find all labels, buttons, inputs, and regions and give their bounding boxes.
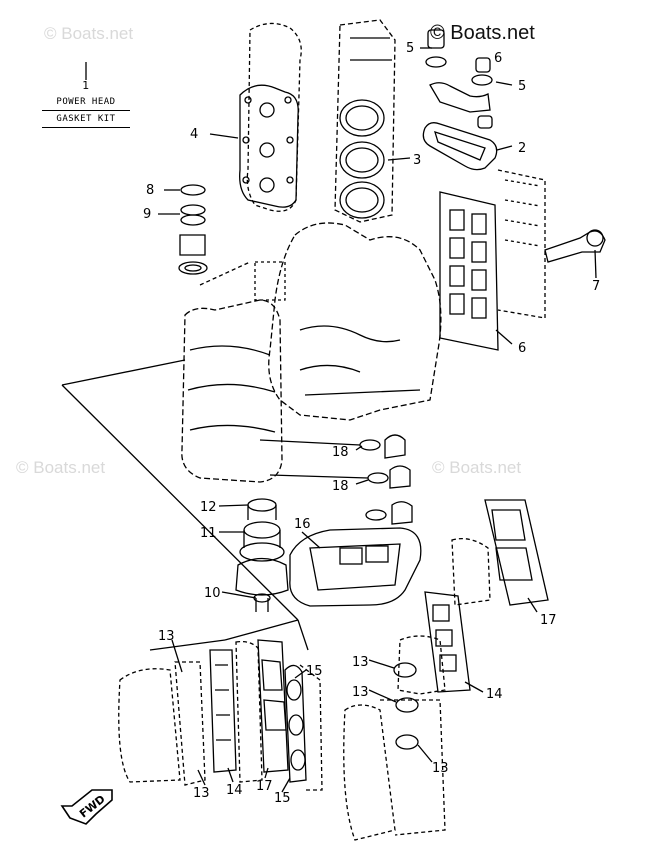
callout-13-left-top: 13 — [158, 629, 175, 644]
callout-4: 4 — [190, 127, 198, 142]
callout-2: 2 — [518, 141, 526, 156]
part-6-plate — [439, 191, 499, 351]
watermark-top-right: © Boats.net — [430, 22, 535, 44]
callout-18-lower: 18 — [332, 479, 349, 494]
callout-15-upper: 15 — [306, 664, 323, 679]
fwd-label: FWD — [77, 792, 108, 820]
part-4-cover — [239, 84, 299, 208]
callout-10: 10 — [204, 586, 221, 601]
callout-13-right-3: 13 — [432, 761, 449, 776]
callout-16: 16 — [294, 517, 311, 532]
part-2-gasket — [422, 122, 498, 171]
part-16-base-gasket — [289, 527, 422, 607]
callout-13-right-2: 13 — [352, 685, 369, 700]
callout-13-bottom: 13 — [193, 786, 210, 801]
callout-8: 8 — [146, 183, 154, 198]
part-17-left-gasket — [257, 639, 289, 773]
part-14-right-gasket — [424, 591, 471, 693]
part-14-left-gasket — [209, 649, 237, 773]
callout-17-right: 17 — [540, 613, 557, 628]
callout-5-right: 5 — [518, 79, 526, 94]
watermark-mid-left: © Boats.net — [16, 458, 106, 477]
callout-14-right: 14 — [486, 687, 503, 702]
callout-6-lower: 6 — [518, 341, 526, 356]
watermark-mid-right: © Boats.net — [432, 458, 522, 477]
callout-13-right-1: 13 — [352, 655, 369, 670]
callout-14-bottom: 14 — [226, 783, 243, 798]
callout-5-top: 5 — [406, 41, 414, 56]
callout-6-top: 6 — [494, 51, 502, 66]
kit-line-2: GASKET KIT — [56, 114, 116, 124]
kit-item-number: 1 — [82, 79, 90, 92]
callout-7: 7 — [592, 279, 600, 294]
gasket-kit-label: 1 POWER HEAD GASKET KIT — [40, 78, 132, 128]
kit-line-1: POWER HEAD — [56, 97, 116, 107]
callout-9: 9 — [143, 207, 151, 222]
part-3-head-gasket — [334, 19, 396, 223]
callout-17-bottom: 17 — [256, 779, 273, 794]
fwd-arrow — [60, 789, 113, 825]
callout-12: 12 — [200, 500, 217, 515]
engine-block — [268, 222, 442, 421]
callout-11: 11 — [200, 526, 217, 541]
callout-15-bottom: 15 — [274, 791, 291, 806]
part-17-right-gasket — [484, 499, 549, 606]
callout-3: 3 — [413, 153, 421, 168]
callout-18-upper: 18 — [332, 445, 349, 460]
watermark-top-left: © Boats.net — [44, 24, 134, 43]
